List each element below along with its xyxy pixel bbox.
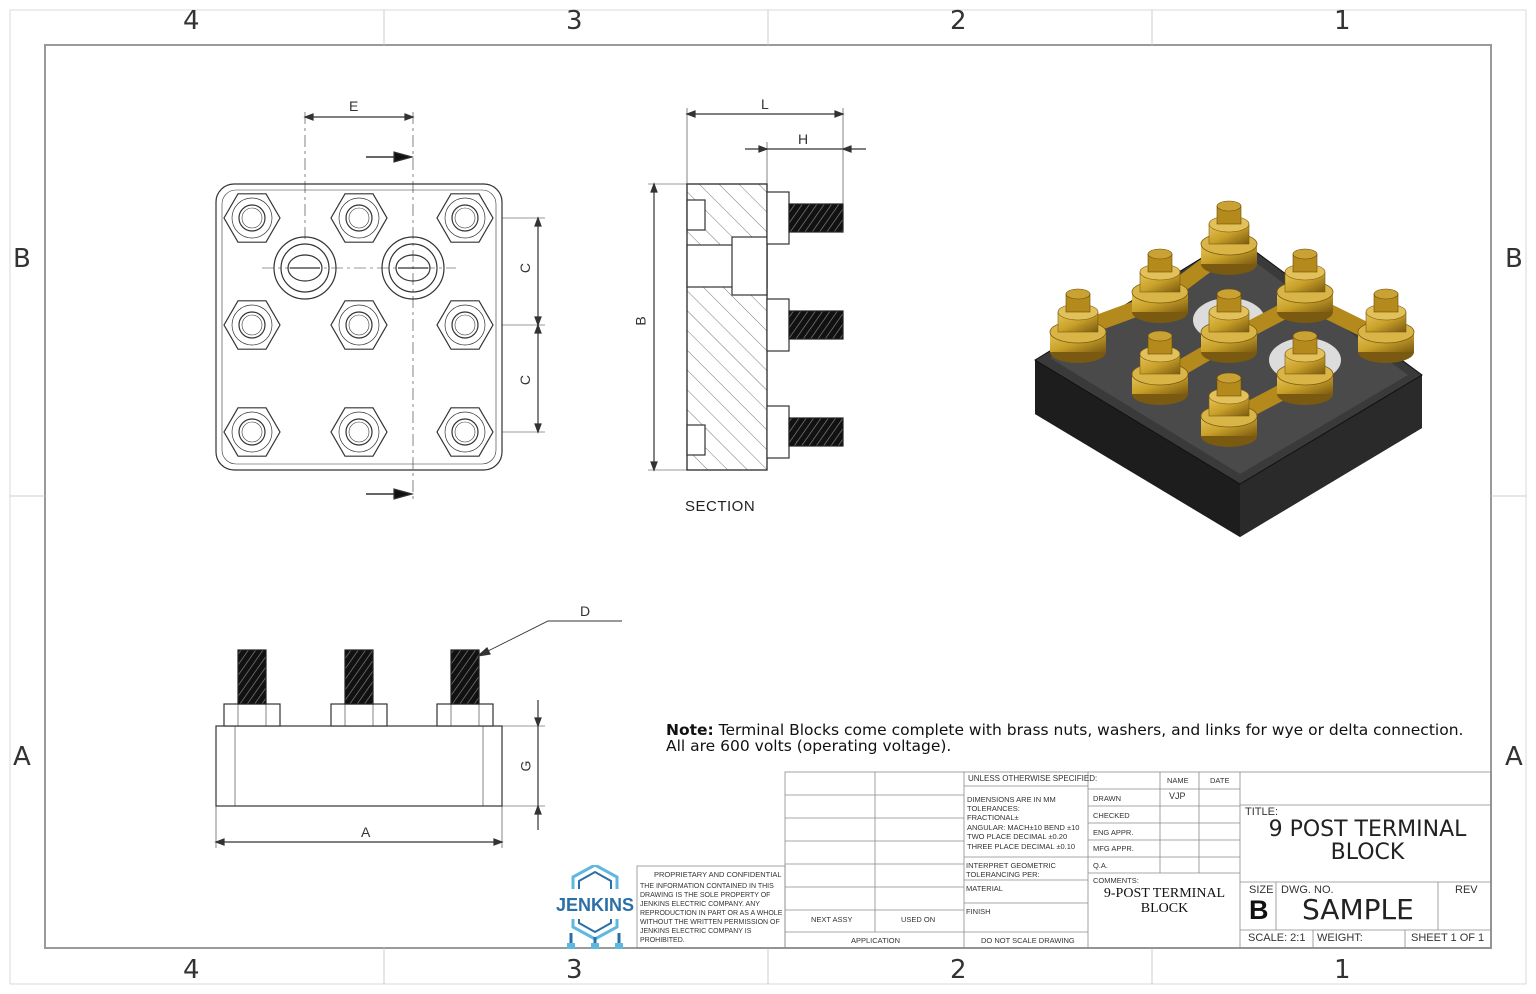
iso-post-2 — [1131, 248, 1189, 323]
iso-post-7 — [1131, 330, 1189, 405]
front-stud-1 — [223, 649, 281, 727]
tb-checked: CHECKED — [1093, 811, 1130, 820]
top-nut-9 — [436, 407, 494, 457]
section-view — [648, 108, 866, 472]
top-nut-8 — [330, 407, 388, 457]
dim-l-label: L — [761, 96, 769, 112]
tb-size-label: SIZE — [1249, 884, 1274, 896]
section-stud-2 — [766, 298, 844, 352]
note-line2: All are 600 volts (operating voltage). — [666, 737, 952, 755]
front-view — [214, 620, 622, 848]
tb-sheet: SHEET 1 OF 1 — [1411, 932, 1485, 944]
section-stud-3 — [766, 405, 844, 459]
dim-c-label-upper: C — [517, 262, 534, 274]
tb-used-on: USED ON — [901, 915, 936, 924]
note-text: Note: Terminal Blocks come complete with… — [666, 722, 1496, 754]
tb-dwg-label: DWG. NO. — [1281, 884, 1334, 896]
front-stud-3 — [436, 649, 494, 727]
tb-next-assy: NEXT ASSY — [811, 915, 853, 924]
tb-application: APPLICATION — [851, 936, 901, 945]
dim-g-label: G — [517, 760, 534, 772]
iso-post-5 — [1200, 288, 1258, 363]
proprietary-body: THE INFORMATION CONTAINED IN THIS DRAWIN… — [640, 883, 783, 944]
tb-dwg-value: SAMPLE — [1302, 893, 1414, 926]
iso-post-6 — [1357, 288, 1415, 363]
tb-name-hdr: NAME — [1167, 776, 1189, 785]
zone-row-a-right: A — [1505, 742, 1523, 772]
tb-three-place: THREE PLACE DECIMAL ±0.10 — [967, 842, 1076, 851]
zone-row-b-left: B — [13, 244, 31, 274]
top-nut-1 — [223, 193, 281, 243]
note-prefix: Note: — [666, 721, 714, 739]
tb-unless: UNLESS OTHERWISE SPECIFIED: — [968, 774, 1098, 783]
dim-a-label: A — [361, 824, 371, 840]
iso-post-9 — [1200, 372, 1258, 447]
iso-post-8 — [1276, 330, 1334, 405]
tb-drawn-name: VJP — [1169, 791, 1186, 801]
top-nut-6 — [436, 300, 494, 350]
top-nut-3 — [436, 193, 494, 243]
tb-tolerances: TOLERANCES: — [967, 804, 1020, 813]
tb-mfg-appr: MFG APPR. — [1093, 844, 1134, 853]
zone-col-3-bottom: 3 — [566, 955, 583, 985]
tb-date-hdr: DATE — [1210, 776, 1230, 785]
tb-title-label: TITLE: — [1245, 806, 1279, 818]
tb-comments-value: 9-POST TERMINAL BLOCK — [1103, 886, 1226, 916]
tb-tolerancing: TOLERANCING PER: — [966, 870, 1040, 879]
tb-material: MATERIAL — [966, 884, 1003, 893]
front-stud-2 — [330, 649, 388, 727]
zone-ticks — [10, 10, 1526, 984]
title-block-grid — [636, 771, 1492, 949]
tb-rev-label: REV — [1455, 884, 1478, 896]
jenkins-logo: JENKINS — [556, 865, 634, 949]
zone-col-3-top: 3 — [566, 6, 583, 36]
tb-interpret: INTERPRET GEOMETRIC — [966, 861, 1056, 870]
zone-col-2-bottom: 2 — [950, 955, 967, 985]
dim-b-label: B — [632, 316, 649, 326]
tb-eng-appr: ENG APPR. — [1093, 828, 1134, 837]
zone-col-2-top: 2 — [950, 6, 967, 36]
zone-col-1-top: 1 — [1334, 6, 1351, 36]
tb-fractional: FRACTIONAL± — [967, 813, 1019, 822]
dim-c-label-lower: C — [517, 374, 534, 386]
iso-post-1 — [1200, 200, 1258, 275]
tb-size-value: B — [1249, 895, 1269, 925]
isometric-render — [1034, 200, 1423, 537]
dim-e-label: E — [349, 98, 359, 114]
tb-comments: COMMENTS: — [1093, 876, 1139, 885]
dim-h-label: H — [798, 131, 809, 147]
top-nut-2 — [330, 193, 388, 243]
dim-d-label: D — [580, 603, 591, 619]
tb-two-place: TWO PLACE DECIMAL ±0.20 — [967, 832, 1068, 841]
section-stud-1 — [766, 191, 844, 245]
iso-post-4 — [1049, 288, 1107, 363]
note-line1: Terminal Blocks come complete with brass… — [713, 721, 1464, 739]
tb-do-not-scale: DO NOT SCALE DRAWING — [981, 936, 1075, 945]
zone-col-1-bottom: 1 — [1334, 955, 1351, 985]
top-nut-5 — [330, 300, 388, 350]
section-label: SECTION — [685, 498, 756, 515]
zone-row-b-right: B — [1505, 244, 1523, 274]
iso-post-3 — [1276, 248, 1334, 323]
tb-weight: WEIGHT: — [1317, 932, 1363, 944]
tb-title-value: 9 POST TERMINAL BLOCK — [1268, 817, 1467, 865]
logo-text: JENKINS — [556, 895, 634, 915]
top-nut-7 — [223, 407, 281, 457]
zone-col-4-bottom: 4 — [183, 955, 200, 985]
tb-finish: FINISH — [966, 907, 991, 916]
top-nut-4 — [223, 300, 281, 350]
top-view — [215, 112, 545, 502]
tb-dims-mm: DIMENSIONS ARE IN MM — [967, 795, 1056, 804]
tb-drawn: DRAWN — [1093, 794, 1122, 803]
tb-qa: Q.A. — [1093, 861, 1109, 870]
zone-col-4-top: 4 — [183, 6, 200, 36]
proprietary-title: PROPRIETARY AND CONFIDENTIAL — [654, 870, 782, 879]
tb-scale: SCALE: 2:1 — [1248, 932, 1306, 944]
tb-angular: ANGULAR: MACH±10 BEND ±10 — [967, 823, 1080, 832]
zone-row-a-left: A — [13, 742, 31, 772]
